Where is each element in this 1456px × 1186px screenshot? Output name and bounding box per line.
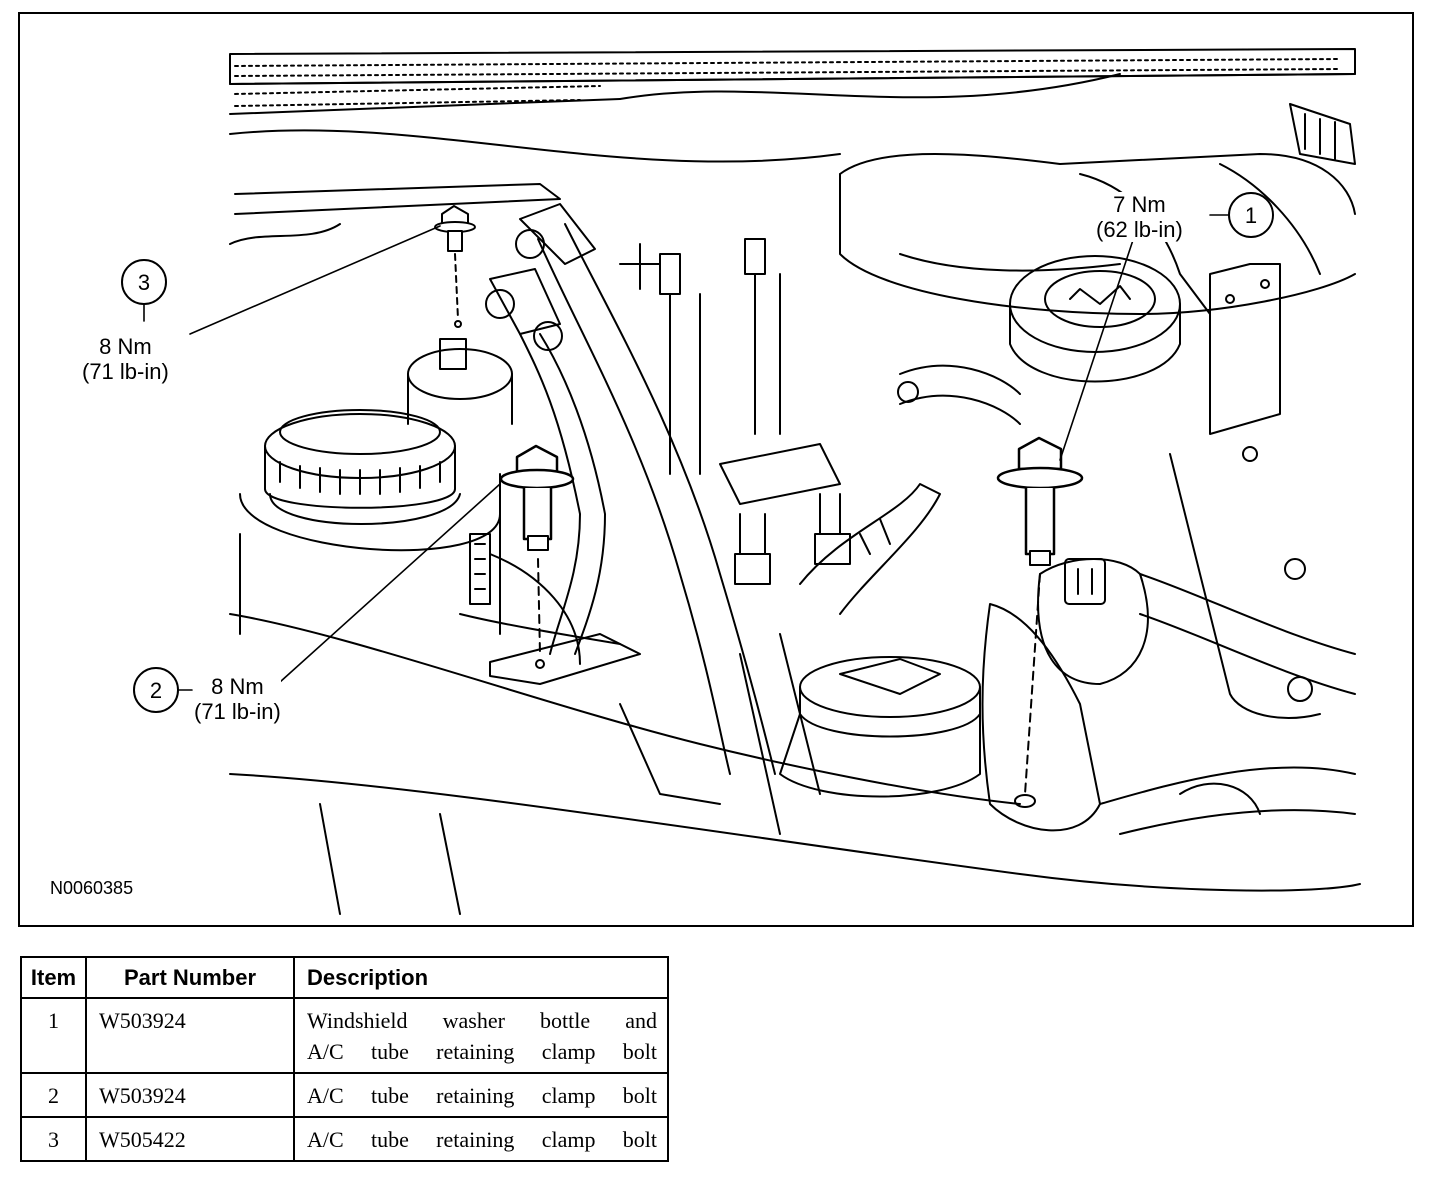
callout-3: 3 — [121, 259, 167, 305]
clamp-bracket-2 — [489, 633, 641, 685]
engine-hoses — [619, 238, 1021, 615]
header-item: Item — [20, 956, 87, 999]
row-2-item: 2 — [20, 1072, 87, 1118]
row-1-description-line-1: Windshield washer bottle and — [307, 1008, 657, 1033]
parts-table: Item Part Number Description 1 W503924 W… — [20, 956, 669, 1162]
bolt-1 — [996, 436, 1084, 795]
row-3-description: A/C tube retaining clamp bolt — [293, 1116, 669, 1162]
ac-tube — [485, 203, 776, 775]
table-header-row: Item Part Number Description — [20, 956, 669, 999]
row-2-description: A/C tube retaining clamp bolt — [293, 1072, 669, 1118]
callout-2-number: 2 — [150, 678, 162, 703]
front-panel — [229, 773, 1361, 892]
torque-1-nm: 7 Nm — [1113, 192, 1166, 217]
callout-2: 2 — [133, 667, 179, 713]
callout-3-number: 3 — [138, 270, 150, 295]
row-3-part: W505422 — [85, 1116, 295, 1162]
bolt-2 — [499, 444, 575, 655]
diagram-frame: 1 2 3 7 Nm (62 lb-in) 8 Nm (71 lb-in) 8 … — [18, 12, 1414, 927]
row-3-item: 3 — [20, 1116, 87, 1162]
table-row: 3 W505422 A/C tube retaining clamp bolt — [20, 1116, 669, 1162]
row-1-item: 1 — [20, 997, 87, 1074]
oil-filler-cap — [1009, 255, 1181, 383]
bottom-cap — [779, 656, 981, 798]
torque-3-nm: 8 Nm — [99, 334, 152, 359]
table-row: 2 W503924 A/C tube retaining clamp bolt — [20, 1072, 669, 1118]
fender-edge — [229, 223, 1021, 805]
torque-2-nm: 8 Nm — [211, 674, 264, 699]
coolant-reservoir — [239, 338, 513, 635]
figure-id: N0060385 — [50, 878, 134, 898]
torque-label-3: 8 Nm (71 lb-in) — [82, 334, 169, 384]
cowl-grille — [229, 48, 1356, 215]
lower-structure — [619, 633, 1356, 835]
header-part-number: Part Number — [85, 956, 295, 999]
clamp-bracket-1 — [981, 446, 1356, 832]
callout-1: 1 — [1228, 192, 1274, 238]
torque-2-lbin: (71 lb-in) — [194, 699, 281, 724]
torque-3-lbin: (71 lb-in) — [82, 359, 169, 384]
row-1-description: Windshield washer bottle and A/C tube re… — [293, 997, 669, 1074]
row-2-part: W503924 — [85, 1072, 295, 1118]
radiator-support — [319, 803, 461, 915]
bolt-hole-2 — [535, 659, 545, 669]
row-3-description-line-1: A/C tube retaining clamp bolt — [307, 1127, 657, 1152]
row-1-part: W503924 — [85, 997, 295, 1074]
bolt-3 — [434, 205, 476, 328]
torque-label-2: 8 Nm (71 lb-in) — [194, 674, 281, 724]
intake-manifold — [839, 103, 1356, 435]
header-description: Description — [293, 956, 669, 999]
torque-1-lbin: (62 lb-in) — [1096, 217, 1183, 242]
callout-leaders — [143, 214, 1230, 691]
table-row: 1 W503924 Windshield washer bottle and A… — [20, 997, 669, 1074]
row-1-description-line-2: A/C tube retaining clamp bolt — [307, 1039, 657, 1064]
row-2-description-line-1: A/C tube retaining clamp bolt — [307, 1083, 657, 1108]
callout-1-number: 1 — [1245, 203, 1257, 228]
engine-bay-illustration: 1 2 3 — [121, 48, 1361, 915]
torque-label-1: 7 Nm (62 lb-in) — [1096, 192, 1183, 242]
